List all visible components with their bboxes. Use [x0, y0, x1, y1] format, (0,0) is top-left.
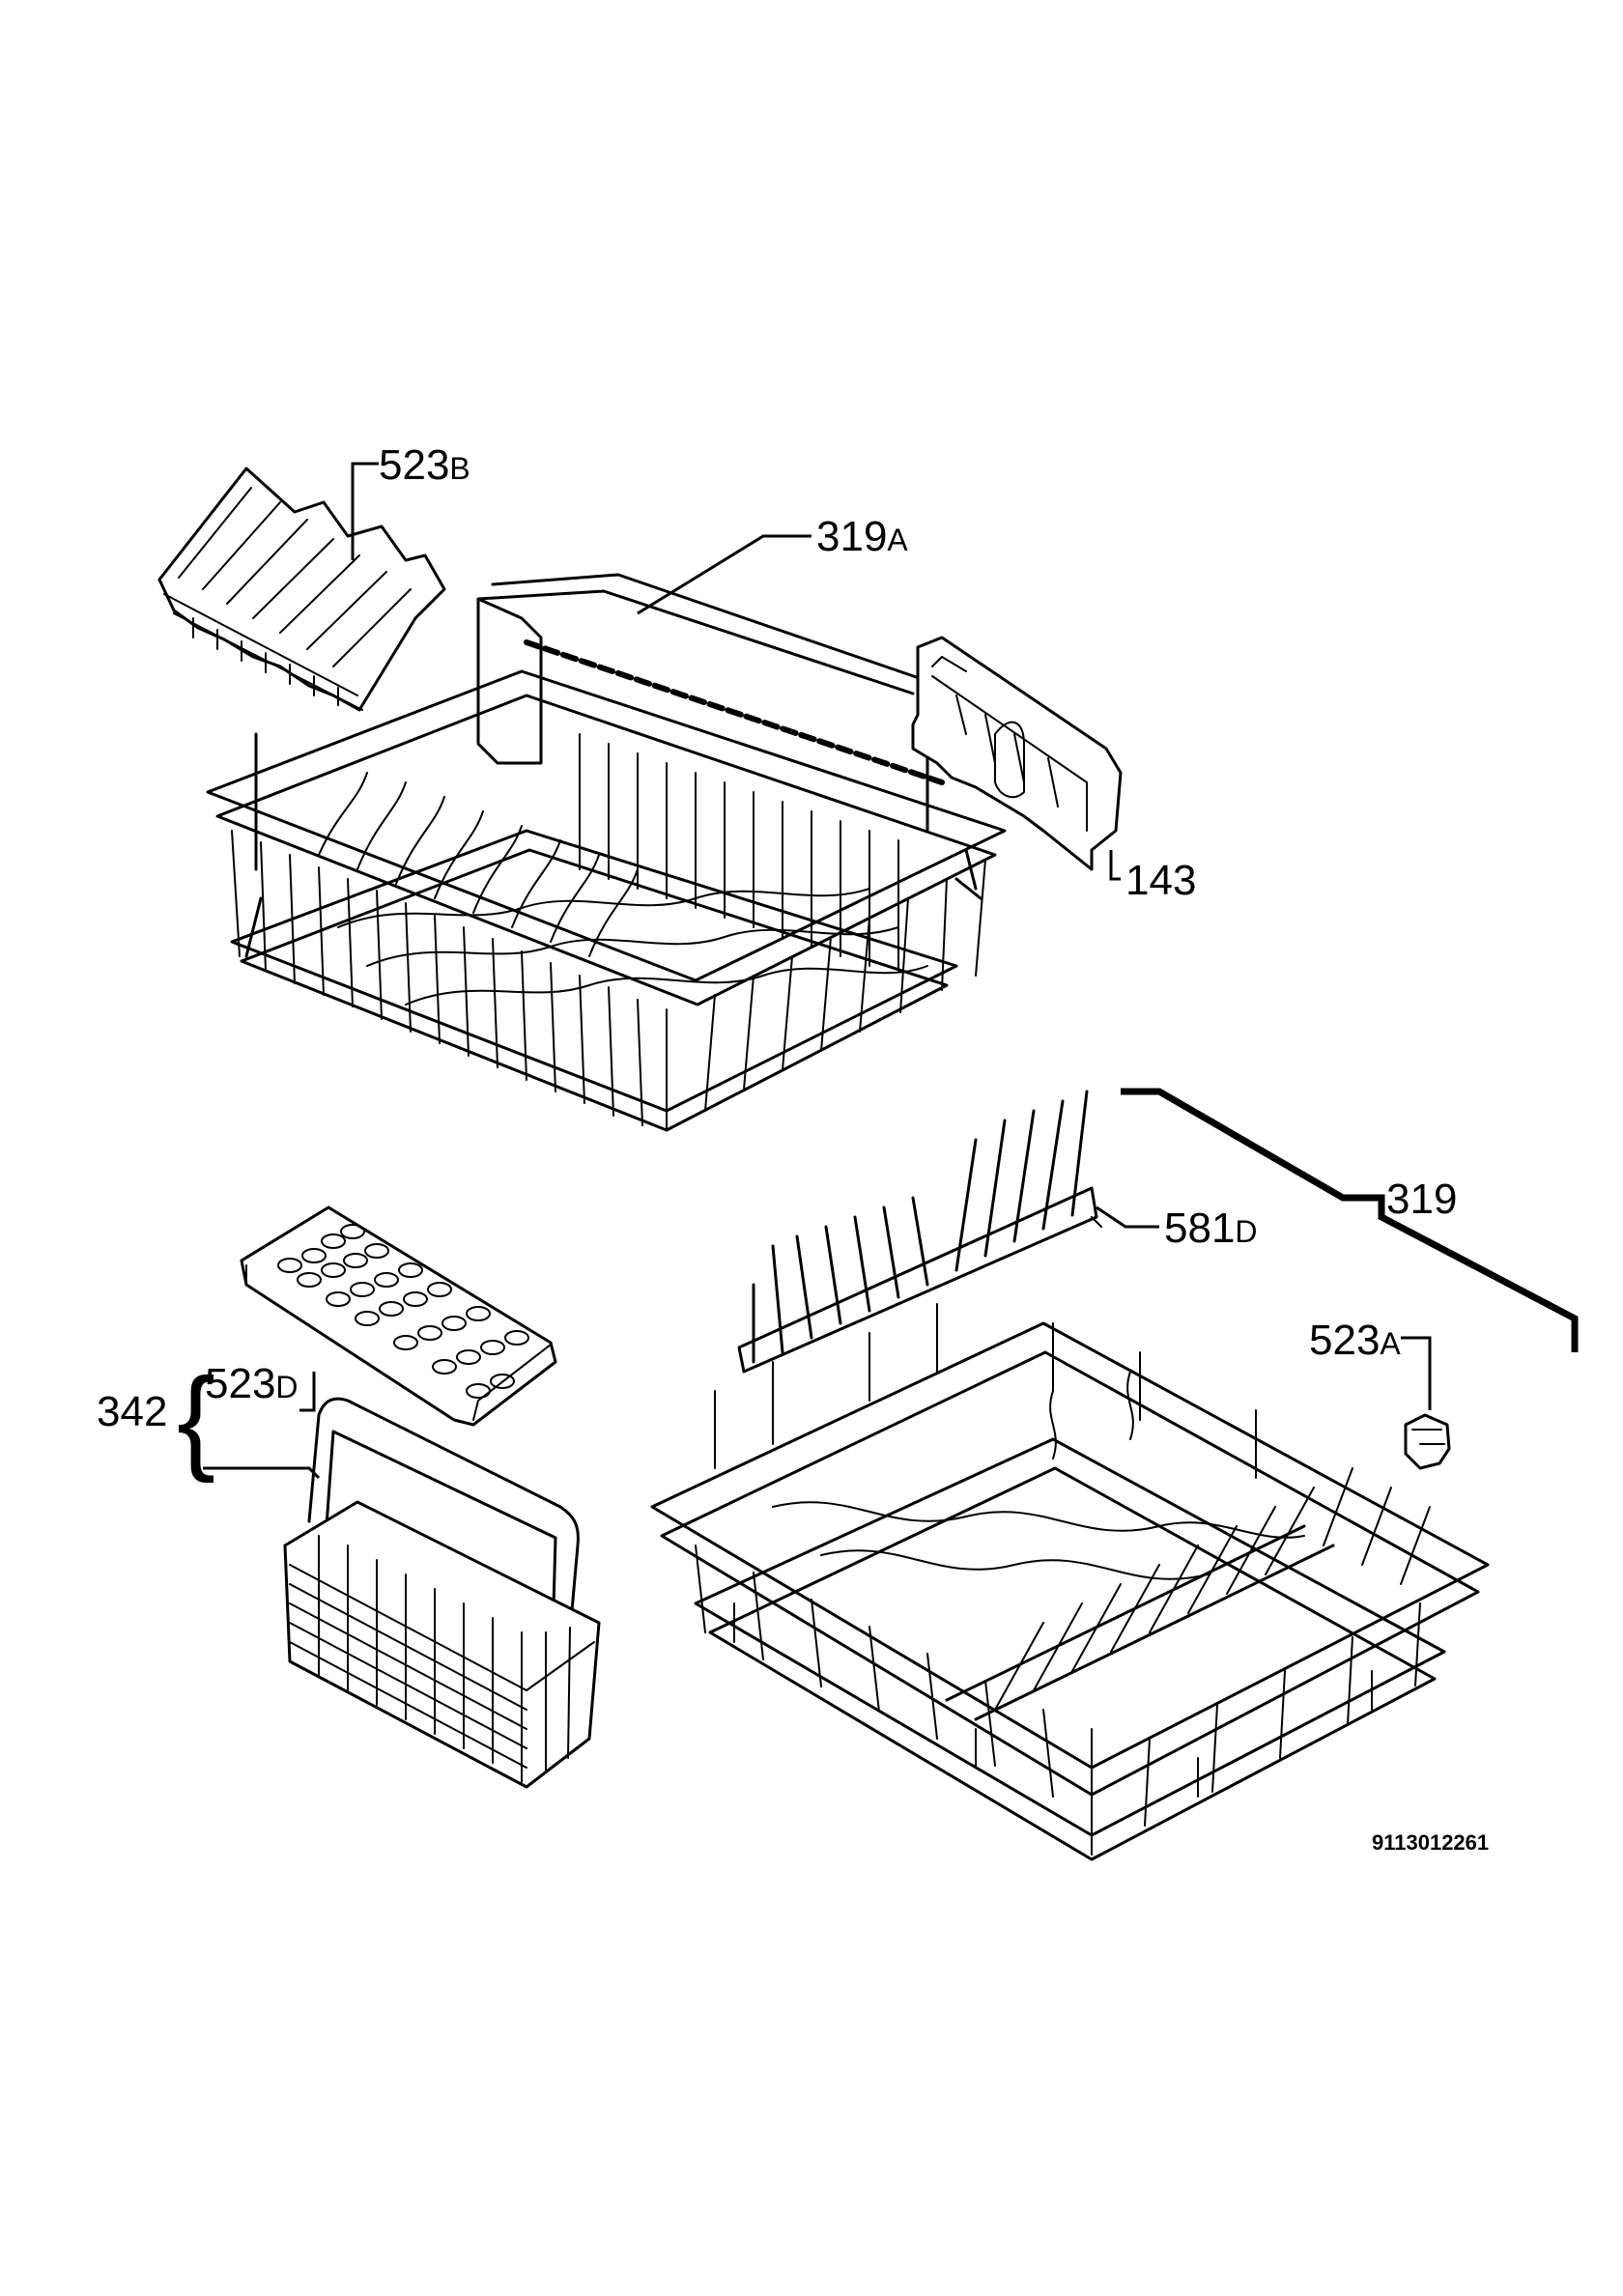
leader-523b	[351, 462, 379, 560]
cup-rack-icon[interactable]	[157, 467, 446, 712]
leader-319a	[637, 534, 812, 615]
callout-581d: 581D	[1164, 1205, 1258, 1252]
leader-319	[1121, 1088, 1579, 1352]
leader-143	[1109, 850, 1121, 881]
group-brace: {	[177, 1354, 215, 1484]
lower-basket-icon[interactable]	[650, 1303, 1490, 1861]
wheel-icon[interactable]	[1404, 1413, 1451, 1470]
leader-342	[203, 1466, 321, 1480]
callout-523d: 523D	[205, 1360, 299, 1407]
leader-581d	[1096, 1205, 1159, 1229]
callout-319a: 319A	[816, 513, 908, 560]
callout-523b: 523B	[379, 441, 470, 489]
leader-lines	[203, 462, 1579, 1480]
cutlery-basket-icon[interactable]	[283, 1397, 601, 1789]
callout-319: 319	[1386, 1176, 1457, 1223]
callout-523a: 523A	[1309, 1317, 1401, 1364]
callout-342: 342	[97, 1388, 167, 1435]
document-number: 9113012261	[1372, 1830, 1489, 1855]
rail-bracket-icon[interactable]	[911, 636, 1123, 871]
leader-523d	[299, 1372, 316, 1412]
leader-523a	[1401, 1336, 1432, 1410]
callout-143: 143	[1125, 857, 1196, 904]
cutlery-insert-icon[interactable]	[240, 1205, 557, 1427]
plate-rack-icon[interactable]	[737, 1090, 1102, 1374]
